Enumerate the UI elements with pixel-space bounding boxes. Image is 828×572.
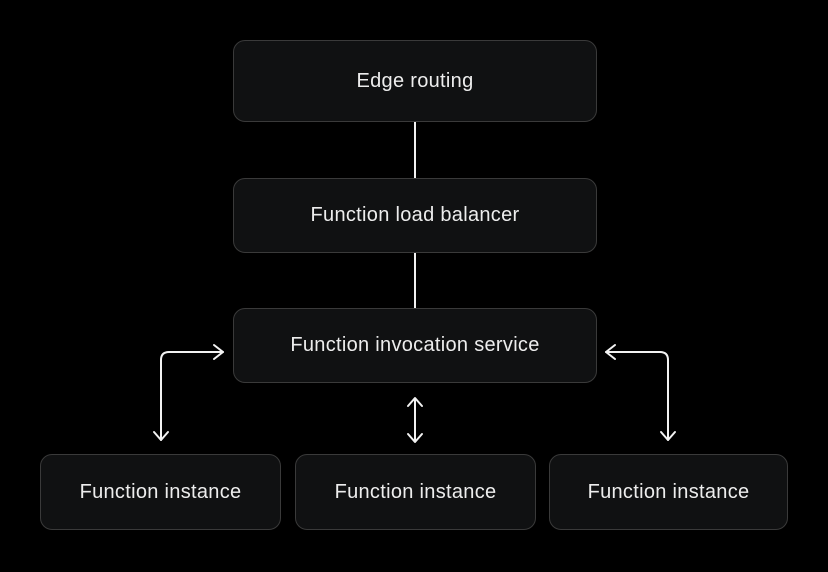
- node-function-instance-1-label: Function instance: [79, 480, 242, 503]
- bidirectional-arrow-left-icon: [153, 344, 224, 441]
- bidirectional-arrow-right-icon: [605, 344, 676, 441]
- node-function-instance-2-label: Function instance: [334, 480, 497, 503]
- node-function-instance-3: Function instance: [549, 454, 788, 530]
- node-edge-routing: Edge routing: [233, 40, 597, 122]
- node-function-instance-3-label: Function instance: [587, 480, 750, 503]
- node-function-invocation-service: Function invocation service: [233, 308, 597, 383]
- node-function-load-balancer: Function load balancer: [233, 178, 597, 253]
- node-function-load-balancer-label: Function load balancer: [310, 204, 520, 226]
- node-edge-routing-label: Edge routing: [356, 69, 474, 92]
- node-function-instance-2: Function instance: [295, 454, 536, 530]
- bidirectional-arrow-middle-icon: [407, 397, 423, 443]
- node-function-invocation-service-label: Function invocation service: [290, 334, 540, 356]
- node-function-instance-1: Function instance: [40, 454, 281, 530]
